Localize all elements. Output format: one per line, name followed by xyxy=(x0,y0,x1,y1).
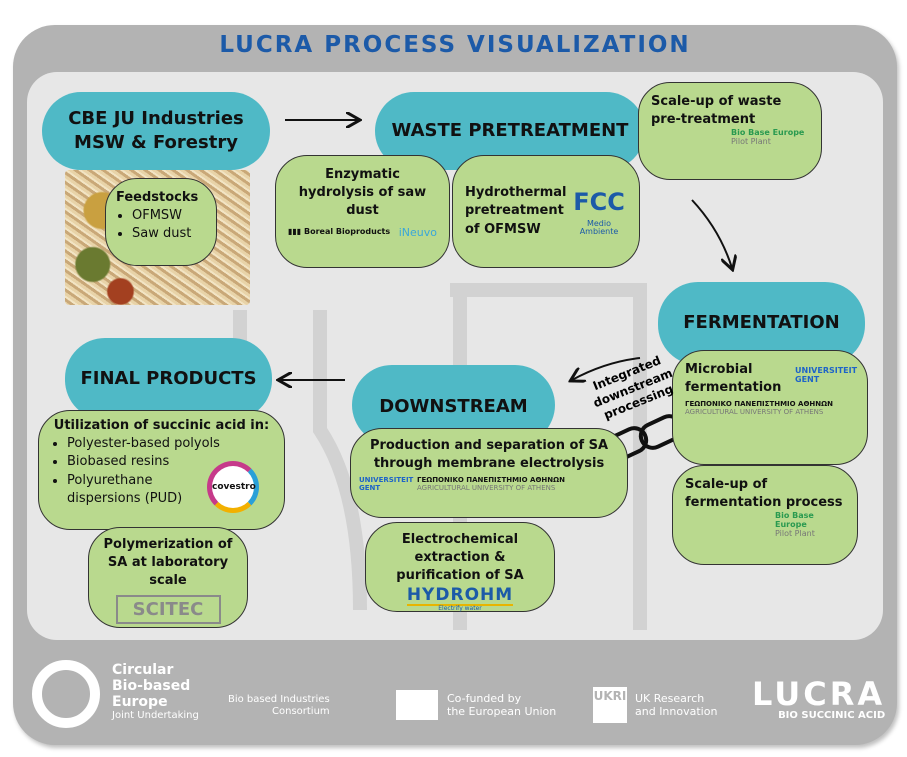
aua-logo-greek: ΓΕΩΠΟΝΙΚΟ ΠΑΝΕΠΙΣΤΗΜΙΟ ΑΘΗΝΩΝ xyxy=(417,476,565,485)
ukri-line: and Innovation xyxy=(635,704,718,718)
cbe-line: Joint Undertaking xyxy=(112,710,199,722)
eu-flag-icon xyxy=(396,690,438,720)
polymerization-box: Polymerization of SA at laboratory scale… xyxy=(88,527,248,628)
eu-line: the European Union xyxy=(447,704,557,718)
cbe-line: Bio-based xyxy=(112,678,191,695)
product-item: Polyurethane dispersions (PUD) xyxy=(67,472,217,508)
microbial-fermentation-box: Microbial fermentation UNIVERSITEIT GENT… xyxy=(672,350,868,465)
fcc-logo-sub: Medio Ambiente xyxy=(579,218,619,237)
waste-scaleup-box: Scale-up of waste pre-treatment Bio Base… xyxy=(638,82,822,180)
bic-line: Bio based Industries xyxy=(228,694,330,705)
lucra-wordmark: LUCRA xyxy=(752,675,886,713)
arrow-to-downstream xyxy=(572,357,641,380)
feedstocks-box: Feedstocks OFMSWSaw dust xyxy=(105,178,217,266)
enzymatic-hydrolysis-box: Enzymatic hydrolysis of saw dust ▮▮▮ Bor… xyxy=(275,155,450,268)
lucra-sub: BIO SUCCINIC ACID xyxy=(778,710,886,721)
hydrohm-logo: HYDROHM xyxy=(406,584,514,607)
cbe-line: Europe xyxy=(112,694,168,711)
bic-line: Consortium xyxy=(272,705,330,717)
electrochemical-text: Electrochemical extraction & purificatio… xyxy=(396,532,524,584)
boreal-logo: Boreal Bioproducts xyxy=(304,227,391,237)
hydrohm-logo-sub: Electrify water xyxy=(438,605,482,613)
bbe-logo-sub: Pilot Plant xyxy=(731,137,771,147)
waste-scaleup-text: Scale-up of waste pre-treatment xyxy=(651,94,782,128)
ukri-line: UK Research xyxy=(635,692,705,705)
ineuvo-logo: iNeuvo xyxy=(398,225,437,239)
hydrothermal-text: Hydrothermal pretreatment of OFMSW xyxy=(465,185,567,237)
ugent-logo: UNIVERSITEIT GENT xyxy=(359,476,414,493)
feedstock-item: OFMSW xyxy=(132,207,206,225)
aua-logo: AGRICULTURAL UNIVERSITY OF ATHENS xyxy=(685,408,824,417)
electrochemical-box: Electrochemical extraction & purificatio… xyxy=(365,522,555,612)
source-pill: CBE JU Industries MSW & Forestry xyxy=(42,92,270,170)
feedstock-item: Saw dust xyxy=(132,225,206,243)
final-products-pill: FINAL PRODUCTS xyxy=(65,338,272,420)
production-text: Production and separation of SA through … xyxy=(369,438,609,472)
enzymatic-text: Enzymatic hydrolysis of saw dust xyxy=(298,167,427,219)
bbe-logo: Bio Base Europe xyxy=(731,128,805,138)
fermentation-scaleup-text: Scale-up of fermentation process xyxy=(685,477,843,511)
cbe-line: Circular xyxy=(112,662,174,678)
hydrothermal-box: Hydrothermal pretreatment of OFMSW FCC Me… xyxy=(452,155,640,268)
covestro-logo: covestro xyxy=(207,461,259,513)
polymerization-text: Polymerization of SA at laboratory scale xyxy=(103,537,233,589)
membrane-electrolysis-box: Production and separation of SA through … xyxy=(350,428,628,518)
utilization-box: Utilization of succinic acid in: Polyest… xyxy=(38,410,285,530)
ukri-logo-icon: UKRI xyxy=(593,687,627,723)
product-item: Biobased resins xyxy=(67,453,272,471)
eu-line: Co-funded by xyxy=(447,692,522,705)
aua-logo: AGRICULTURAL UNIVERSITY OF ATHENS xyxy=(417,484,556,493)
fermentation-scaleup-box: Scale-up of fermentation process Bio Bas… xyxy=(672,465,858,565)
utilization-title: Utilization of succinic acid in: xyxy=(53,418,270,433)
aua-logo-greek: ΓΕΩΠΟΝΙΚΟ ΠΑΝΕΠΙΣΤΗΜΙΟ ΑΘΗΝΩΝ xyxy=(685,400,833,409)
scitec-logo: SCITEC xyxy=(115,594,221,624)
arrow-to-fermentation xyxy=(691,199,732,268)
cbe-logo-icon xyxy=(32,660,100,728)
page-title: LUCRA PROCESS VISUALIZATION xyxy=(219,32,691,58)
feedstocks-title: Feedstocks xyxy=(116,190,199,205)
bbe-logo: Bio Base Europe xyxy=(775,511,814,530)
fcc-logo: FCC xyxy=(573,187,625,216)
product-item: Polyester-based polyols xyxy=(67,435,272,453)
ugent-logo: UNIVERSITEIT GENT xyxy=(795,366,858,384)
bbe-logo-sub: Pilot Plant xyxy=(775,528,815,538)
microbial-text: Microbial fermentation xyxy=(685,362,782,396)
